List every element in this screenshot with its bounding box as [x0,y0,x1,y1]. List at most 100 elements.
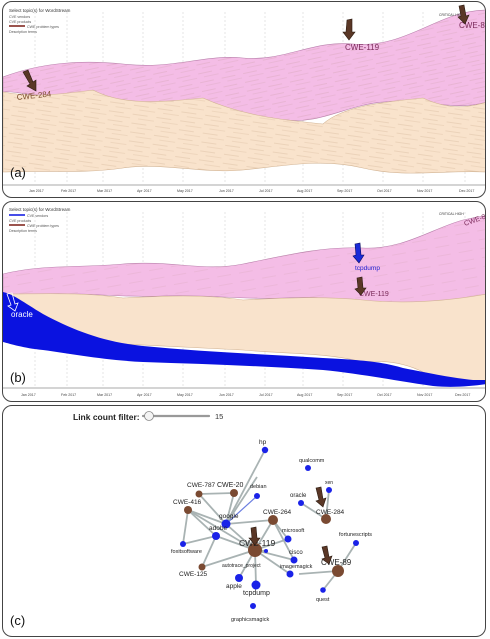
legend-item[interactable]: CVE vendors [9,15,30,19]
node-label: adobe [209,525,227,532]
node-quest[interactable] [320,587,326,593]
node-graphicsmagick[interactable] [250,603,256,609]
legend-item[interactable]: Description terms [9,229,37,233]
node-label: debian [250,484,267,490]
severity-tag[interactable]: CRITICAL HIGH [439,13,464,17]
node-label: foxitsoftware [171,549,202,555]
node-autotrace[interactable] [264,549,268,553]
highlight-arrow-icon [22,4,470,92]
node-label: quest [316,597,330,603]
month-label: Jun 2017 [219,189,234,193]
month-tick-labels: Jan 2017 Feb 2017 Mar 2017 Apr 2017 May … [29,189,474,193]
stream-layer-blue[interactable] [3,292,486,387]
legend-item[interactable]: CVE vendors [27,214,48,218]
panel-label: (b) [10,370,26,385]
legend-item[interactable]: CVE products [9,219,31,223]
month-label: Jun 2017 [219,393,234,397]
node-cwe416[interactable] [184,506,192,514]
node-adobe[interactable] [212,532,220,540]
stream-word-oracle[interactable]: oracle [11,310,33,319]
month-label: Aug 2017 [297,393,312,397]
stream-word-tcpdump[interactable]: tcpdump [355,265,380,272]
stream-word-cwe119[interactable]: CWE-119 [345,43,380,52]
node-cwe89[interactable] [332,565,344,577]
node-google[interactable] [221,519,231,529]
legend-item[interactable]: CWE problem types [27,25,59,29]
month-label: Oct 2017 [377,393,392,397]
node-label: qualcomm [299,458,325,464]
node-foxitsoftware[interactable] [180,541,186,547]
legend-item[interactable]: CVE products [9,20,31,24]
node-cwe264[interactable] [268,515,278,525]
legend-item[interactable]: Description terms [9,30,37,34]
month-label: Nov 2017 [417,189,432,193]
node-oracle[interactable] [298,500,304,506]
node-cisco[interactable] [290,556,298,564]
wordstream-panel-b: Select topic(s) for WordStream CVE vendo… [2,201,486,402]
node-label: oracle [290,493,307,499]
link-count-slider[interactable] [141,411,211,421]
network-svg: 15 [141,411,372,623]
wordstream-panel-a: Select topic(s) for WordStream CVE vendo… [2,1,486,198]
node-label: CWE-264 [263,509,292,516]
month-label: May 2017 [177,189,193,193]
stream-word-cwe284[interactable]: CWE-284 [16,89,52,102]
node-cwe284[interactable] [321,514,331,524]
node-cwe119[interactable] [248,543,262,557]
wordstream-b-svg: Select topic(s) for WordStream CVE vendo… [3,207,486,397]
month-label: Aug 2017 [297,189,312,193]
node-label: CWE-20 [217,482,244,489]
topic-legend[interactable]: Select topic(s) for WordStream CVE vendo… [9,207,71,233]
month-label: Apr 2017 [137,393,152,397]
month-label: Oct 2017 [377,189,392,193]
month-label: Mar 2017 [97,393,112,397]
node-label: cisco [289,550,303,556]
node-fortunescripts[interactable] [353,540,359,546]
node-labels: hp qualcomm CWE-20 debian CWE-787 xen or… [171,439,372,623]
node-qualcomm[interactable] [305,465,311,471]
month-label: Jul 2017 [259,189,273,193]
stream-word-cwe119[interactable]: CWE-119 [359,291,389,298]
node-label: CWE-416 [173,499,202,506]
network-nodes[interactable] [180,446,359,609]
legend-item[interactable]: CWE problem types [27,224,59,228]
severity-tag[interactable]: CRITICAL HIGH [439,212,464,216]
node-label: CWE-787 [187,482,216,489]
stream-word-cwe89[interactable]: CWE-89 [459,21,486,30]
month-label: Dec 2017 [455,393,470,397]
month-label: Jul 2017 [259,393,273,397]
node-imagemagick[interactable] [286,570,294,578]
node-label: CWE-125 [179,571,208,578]
network-edge-highlight [225,495,258,525]
node-label: CWE-89 [321,558,352,567]
network-panel-c: Link count filter: 15 [2,405,486,637]
slider-handle[interactable] [144,411,154,421]
month-label: Feb 2017 [61,189,76,193]
node-cwe20[interactable] [230,489,238,497]
wordstream-a-svg: Select topic(s) for WordStream CVE vendo… [3,4,486,193]
node-label: autotrace_project [222,563,261,569]
link-count-filter: Link count filter: [73,412,140,422]
node-xen[interactable] [326,487,332,493]
topic-legend[interactable]: Select topic(s) for WordStream CVE vendo… [9,8,71,34]
node-label: graphicsmagick [231,617,269,623]
node-microsoft[interactable] [284,535,292,543]
legend-title: Select topic(s) for WordStream [9,207,71,212]
legend-title: Select topic(s) for WordStream [9,8,71,13]
month-label: Dec 2017 [459,189,474,193]
month-label: Apr 2017 [137,189,152,193]
node-tcpdump[interactable] [251,580,261,590]
month-label: May 2017 [177,393,193,397]
node-hp[interactable] [261,446,269,454]
node-label: fortunescripts [339,532,372,538]
month-label: Feb 2017 [61,393,76,397]
filter-label: Link count filter: [73,412,140,422]
node-cwe125[interactable] [198,563,206,571]
node-label: microsoft [282,528,305,534]
filter-value: 15 [215,412,223,421]
node-label: apple [226,583,242,590]
node-apple[interactable] [235,574,243,582]
node-debian[interactable] [254,493,260,499]
node-cwe787[interactable] [195,490,203,498]
network-edges [182,449,357,591]
